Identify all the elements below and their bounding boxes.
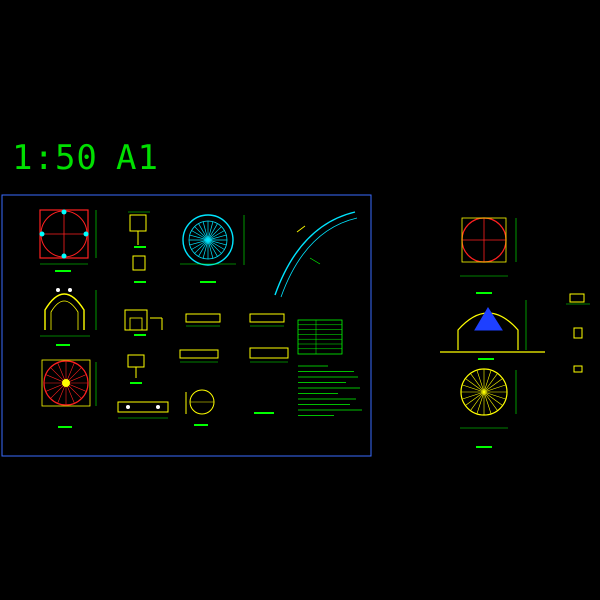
radial-line [207, 239, 225, 250]
radial-line [189, 234, 209, 241]
right-elevation-section [440, 300, 545, 360]
radial-line [462, 391, 485, 400]
radial-line [194, 239, 209, 254]
radial-line [207, 239, 218, 257]
radial-line [470, 373, 485, 393]
footing-section-detail [124, 309, 163, 384]
pier-footing-detail [117, 401, 169, 419]
radial-line [191, 239, 209, 250]
general-notes [298, 365, 362, 416]
plan-square-detail [39, 209, 97, 272]
radial-line [207, 239, 214, 259]
radial-line [483, 391, 492, 414]
radial-line [198, 223, 209, 241]
radial-line [483, 384, 506, 393]
radial-line [191, 230, 209, 241]
right-dome-plan [460, 217, 517, 294]
radial-line [202, 239, 209, 259]
beam-section-details [179, 313, 289, 363]
circular-section-detail [185, 389, 215, 426]
radial-line [207, 223, 218, 241]
radial-line [483, 391, 506, 400]
arch-elevation-detail [40, 288, 97, 346]
radial-floor-plan [41, 359, 97, 428]
material-table [297, 319, 343, 355]
radial-line [483, 370, 492, 393]
radial-line [465, 391, 485, 406]
arch-profile-detail [274, 211, 358, 298]
radial-line [207, 221, 214, 241]
sheet-title-mark [254, 412, 274, 414]
radial-line [198, 239, 209, 257]
radial-line [189, 239, 209, 246]
sheet-size-label: A1 [116, 138, 159, 178]
radial-line [207, 239, 227, 246]
radial-line [194, 226, 209, 241]
radial-line [476, 370, 485, 393]
column-detail [128, 211, 150, 283]
radial-line [476, 391, 485, 414]
radial-line [207, 230, 225, 241]
radial-line [465, 378, 485, 393]
radial-line [470, 391, 485, 411]
dome-plan-detail [180, 214, 245, 283]
radial-line [202, 221, 209, 241]
radial-line [207, 234, 227, 241]
radial-line [483, 373, 498, 393]
small-connection-details [566, 293, 590, 373]
radial-line [462, 384, 485, 393]
radial-line [207, 226, 222, 241]
radial-line [483, 391, 498, 411]
right-radial-plan [460, 368, 517, 448]
radial-line [207, 239, 222, 254]
sheet-frame [1, 194, 372, 457]
radial-line [483, 378, 503, 393]
radial-line [483, 391, 503, 406]
scale-label: 1:50 [12, 138, 98, 178]
